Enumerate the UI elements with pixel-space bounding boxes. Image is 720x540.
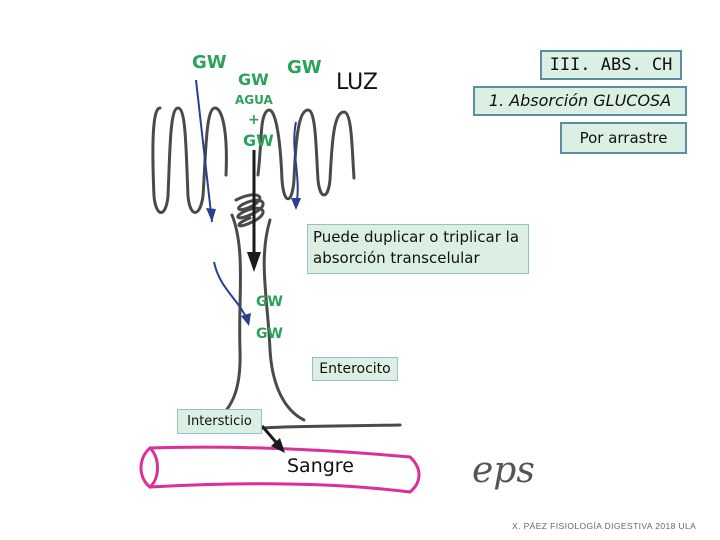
- gw-label-5: GW: [256, 294, 283, 310]
- section-title: III. ABS. CH: [540, 50, 682, 80]
- enterocyte-label: Enterocito: [312, 357, 398, 381]
- interstitium-label: Intersticio: [177, 409, 262, 434]
- microvilli-membrane: [151, 106, 356, 214]
- agua-label: AGUA: [235, 93, 274, 107]
- arrowhead-lower: [241, 313, 251, 326]
- blood-vessel: [139, 445, 421, 494]
- gw-label-6: GW: [256, 326, 283, 342]
- signature: eps: [472, 450, 535, 491]
- subsection-title: 1. Absorción GLUCOSA: [473, 86, 687, 116]
- gw-label-1: GW: [192, 52, 227, 73]
- lumen-label: LUZ: [336, 70, 378, 95]
- gw-flow-arrow-right: [293, 121, 299, 207]
- cell-right-membrane: [262, 218, 306, 422]
- plus-label: +: [248, 112, 260, 128]
- arrowhead-interstitium: [271, 438, 285, 453]
- arrowhead-paracellular: [247, 252, 261, 272]
- arrowhead-right: [291, 198, 301, 210]
- gw-label-4: GW: [243, 131, 274, 150]
- mechanism-label: Por arrastre: [560, 122, 687, 154]
- blood-label: Sangre: [287, 455, 354, 477]
- gw-flow-arrow-lower: [213, 261, 249, 323]
- gw-label-2: GW: [287, 57, 322, 78]
- note-callout: Puede duplicar o triplicar la absorción …: [307, 224, 529, 274]
- arrowhead-left: [206, 208, 216, 222]
- gw-flow-arrow-left: [195, 79, 213, 223]
- footer-credit: X. PÁEZ FISIOLOGÍA DIGESTIVA 2018 ULA: [512, 521, 697, 531]
- tight-junction-coil: [234, 193, 265, 228]
- cell-left-membrane: [216, 213, 242, 420]
- gw-label-3: GW: [238, 70, 269, 89]
- basal-membrane: [260, 423, 402, 430]
